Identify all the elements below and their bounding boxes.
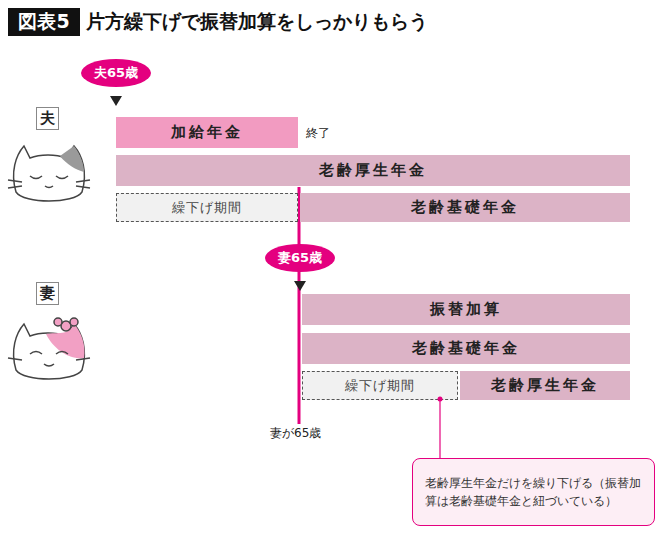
- husband-cat: [8, 146, 90, 201]
- node-text: 繰下げ期間: [172, 199, 242, 217]
- timeline-line: [298, 187, 301, 424]
- callout-box: 老齢厚生年金だけを繰り下げる（振替加算は老齢基礎年金と紐づいている）: [412, 458, 655, 526]
- node-text: 老齢厚生年金だけを繰り下げる（振替加算は老齢基礎年金と紐づいている）: [425, 474, 642, 511]
- node-text: 老齢基礎年金: [412, 339, 520, 358]
- pension-bar: 老齢基礎年金: [300, 193, 630, 222]
- pension-bar: 老齢厚生年金: [460, 371, 630, 400]
- node-text: 老齢厚生年金: [319, 161, 427, 180]
- wife-cat: [8, 318, 90, 379]
- node-text: 夫65歳: [94, 64, 138, 82]
- diagram-title: 片方繰下げで振替加算をしっかりもらう: [86, 9, 428, 35]
- marker-triangle: [294, 281, 306, 291]
- pension-bar: 加給年金: [116, 117, 298, 148]
- ellipse-shape: [265, 244, 335, 272]
- node-text: 老齢厚生年金: [491, 376, 599, 395]
- node-text: 老齢基礎年金: [411, 198, 519, 217]
- pension-bar: 老齢基礎年金: [302, 333, 630, 364]
- note-label: 終了: [306, 125, 330, 142]
- node-text: 繰下げ期間: [345, 377, 415, 395]
- person-tag: 夫: [36, 107, 59, 130]
- node-text: 加給年金: [171, 123, 243, 142]
- note-label: 妻が65歳: [270, 425, 321, 442]
- age-marker: 夫65歳: [81, 59, 151, 87]
- deferral-period: 繰下げ期間: [116, 193, 298, 222]
- node-text: 振替加算: [430, 300, 502, 319]
- node-text: 妻65歳: [278, 249, 322, 267]
- age-marker: 妻65歳: [265, 244, 335, 272]
- pension-bar: 老齢厚生年金: [116, 155, 630, 186]
- leader-line: [439, 400, 440, 458]
- person-tag: 妻: [36, 282, 59, 305]
- marker-triangle: [110, 96, 122, 106]
- node-text: 図表5: [18, 9, 69, 35]
- ellipse-shape: [81, 59, 151, 87]
- node-text: 夫: [40, 109, 55, 128]
- figure-number: 図表5: [8, 8, 80, 36]
- pension-bar: 振替加算: [302, 294, 630, 325]
- node-text: 妻: [40, 284, 55, 303]
- deferral-period: 繰下げ期間: [302, 371, 458, 400]
